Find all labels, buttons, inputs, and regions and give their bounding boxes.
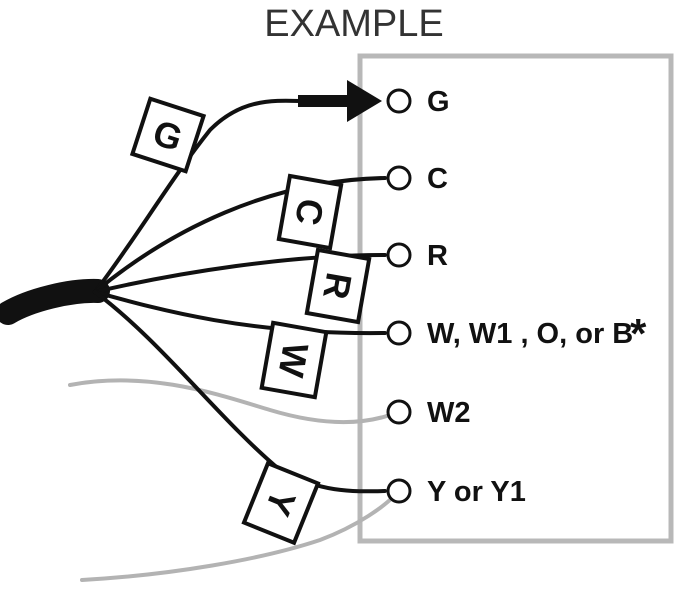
- wire-y: [93, 290, 387, 494]
- g-arrow-head: [347, 80, 382, 122]
- wire-tag-w-label: W: [270, 340, 316, 381]
- terminal-y-label: Y or Y1: [427, 476, 526, 508]
- thermostat-base-panel: [357, 53, 674, 544]
- wire-tag-r: R: [304, 247, 372, 325]
- terminal-r-label: R: [427, 240, 448, 272]
- unused-wire-lower: [80, 495, 395, 582]
- terminal-g-circle: [386, 88, 412, 114]
- wire-tag-w: W: [259, 320, 329, 400]
- wire-g: [93, 98, 302, 294]
- wire-tag-c: C: [276, 173, 344, 251]
- cable-bundle: [0, 278, 110, 325]
- terminal-w-label: W, W1 , O, or B: [427, 318, 633, 350]
- wire-tag-y: Y: [241, 460, 321, 546]
- terminal-y-circle: [386, 478, 412, 504]
- wire-c: [93, 176, 387, 294]
- terminal-w2-circle: [386, 399, 412, 425]
- terminal-g-label: G: [427, 86, 450, 118]
- unused-wire-upper: [68, 378, 392, 424]
- terminal-c-label: C: [427, 163, 448, 195]
- diagram-title: EXAMPLE: [264, 3, 444, 45]
- terminal-w-circle: [386, 320, 412, 346]
- asterisk-mark: *: [630, 310, 647, 357]
- terminal-w2-label: W2: [427, 397, 471, 429]
- wire-tag-g: G: [129, 96, 207, 174]
- wire-w: [93, 290, 387, 336]
- terminal-c-circle: [386, 165, 412, 191]
- terminal-r-circle: [386, 242, 412, 268]
